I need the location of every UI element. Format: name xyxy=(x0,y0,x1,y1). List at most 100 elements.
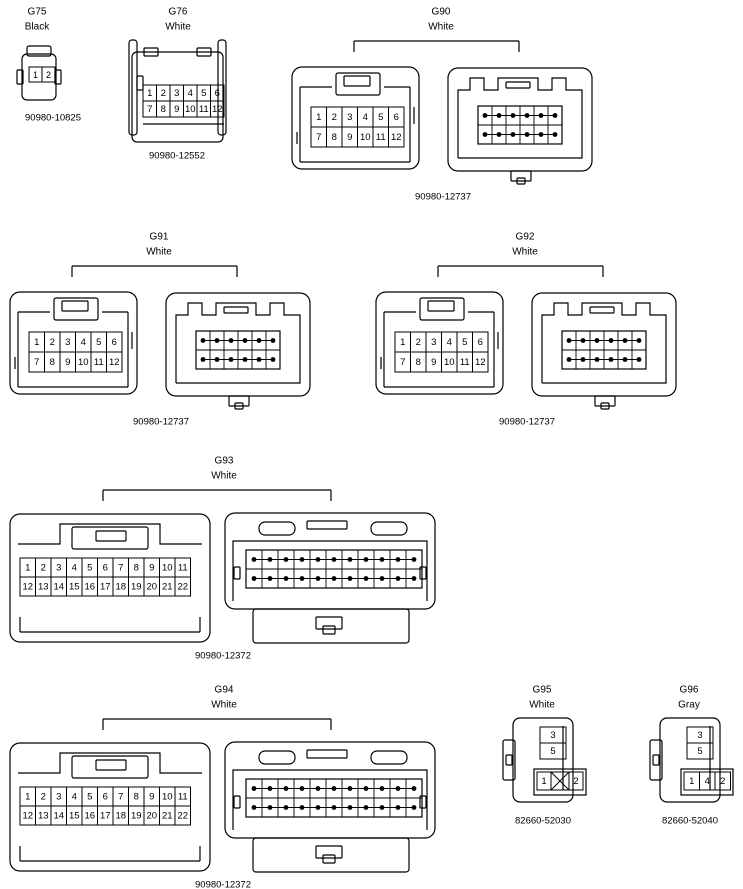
pin-number: 9 xyxy=(149,792,154,803)
pin-number: 5 xyxy=(462,337,467,348)
pin-number: 2 xyxy=(161,88,166,99)
pin-cell: 2 xyxy=(35,786,52,807)
pin-dot xyxy=(228,357,234,362)
pin-number: 5 xyxy=(201,88,206,99)
pin-dot xyxy=(524,132,530,137)
pin-dot xyxy=(347,576,353,581)
pin-cell: 13 xyxy=(35,576,52,597)
bottom-lock-tab xyxy=(516,177,526,185)
pin-row-frame xyxy=(680,768,734,796)
pin-dot xyxy=(214,338,220,343)
pin-number: 4 xyxy=(363,112,368,123)
connector-id: G75 xyxy=(28,7,47,18)
pin-cell: 4 xyxy=(699,771,716,791)
pin-cell: 9 xyxy=(143,557,160,578)
pin-cell: 15 xyxy=(66,805,83,826)
pin-cell: 9 xyxy=(425,351,442,373)
bottom-lock xyxy=(228,395,250,407)
pin-cell: 6 xyxy=(388,106,405,128)
pin-number: 3 xyxy=(431,337,436,348)
pin-cell: 5 xyxy=(456,331,473,353)
pin-dot xyxy=(347,805,353,810)
pin-dot xyxy=(200,357,206,362)
part-number: 90980-10825 xyxy=(25,113,81,124)
part-number: 90980-12372 xyxy=(195,880,251,889)
pin-cell: 5 xyxy=(539,742,567,760)
connector-face-rear xyxy=(447,67,593,185)
pin-cell: 3 xyxy=(59,331,76,353)
pin-number: 8 xyxy=(134,563,139,574)
inner-rim xyxy=(232,540,428,601)
pin-cell: 5 xyxy=(81,557,98,578)
pin-number: 10 xyxy=(162,792,173,803)
pin-dot xyxy=(411,805,417,810)
pin-dot xyxy=(315,786,321,791)
pin-cell: 12 xyxy=(210,100,225,118)
connector-id: G76 xyxy=(169,7,188,18)
pin-cell: 16 xyxy=(81,805,98,826)
pin-cell: 7 xyxy=(28,351,45,373)
pin-number: 13 xyxy=(38,811,49,822)
pin-cell-box xyxy=(174,805,191,826)
pin-number: 7 xyxy=(34,357,39,368)
pin-number: 5 xyxy=(87,563,92,574)
pin-dot xyxy=(267,557,273,562)
pin-dot xyxy=(395,786,401,791)
pin-number: 8 xyxy=(50,357,55,368)
pin-number: 16 xyxy=(84,582,95,593)
pin-dot xyxy=(482,113,488,118)
pin-cell: 1 xyxy=(310,106,327,128)
body-outline xyxy=(659,717,721,803)
pin-cell: 8 xyxy=(44,351,61,373)
pin-dot xyxy=(580,338,586,343)
pin-number: 1 xyxy=(316,112,321,123)
pin-dot xyxy=(331,576,337,581)
pin-cell: 18 xyxy=(112,576,129,597)
pin-number: 17 xyxy=(100,582,111,593)
pin-cell: 11 xyxy=(90,351,107,373)
pin-dot xyxy=(299,576,305,581)
latch xyxy=(61,300,89,312)
pin-number: 3 xyxy=(56,563,61,574)
pin-cell: 3 xyxy=(686,726,714,744)
pin-number: 9 xyxy=(65,357,70,368)
pin-cell: 17 xyxy=(97,576,114,597)
bottom-lock-tab xyxy=(600,402,610,410)
pin-number: 7 xyxy=(118,792,123,803)
inner-keyway xyxy=(457,77,583,159)
pin-number: 18 xyxy=(115,582,126,593)
latch xyxy=(26,45,52,57)
side-notch xyxy=(233,566,241,580)
connector-color: White xyxy=(146,247,172,258)
connector-id: G94 xyxy=(215,685,234,696)
pin-dot xyxy=(594,357,600,362)
pin-cell: 6 xyxy=(472,331,489,353)
connector-color: Gray xyxy=(678,700,700,711)
bottom-lock xyxy=(315,616,343,630)
pin-dot xyxy=(622,357,628,362)
pin-cell-box xyxy=(388,126,405,148)
pin-number: 12 xyxy=(109,357,120,368)
pin-cell: 3 xyxy=(50,786,67,807)
pin-number: 9 xyxy=(149,563,154,574)
pin-cell: 12 xyxy=(19,805,36,826)
pin-cell-box xyxy=(41,66,56,83)
pin-dot xyxy=(622,338,628,343)
pin-cell: 4 xyxy=(357,106,374,128)
key-slot xyxy=(258,750,296,765)
pin-number: 11 xyxy=(460,357,470,368)
pin-cell: 4 xyxy=(183,84,198,102)
pin-number: 4 xyxy=(705,776,710,787)
pin-cell: 10 xyxy=(159,786,176,807)
pin-dot xyxy=(608,357,614,362)
pin-number: 1 xyxy=(25,792,30,803)
part-number: 90980-12737 xyxy=(499,417,555,428)
pin-cell: 7 xyxy=(112,786,129,807)
body-outline xyxy=(9,291,138,395)
pin-number: 20 xyxy=(146,582,157,593)
side-notch xyxy=(419,795,427,809)
key-slot xyxy=(370,521,408,536)
